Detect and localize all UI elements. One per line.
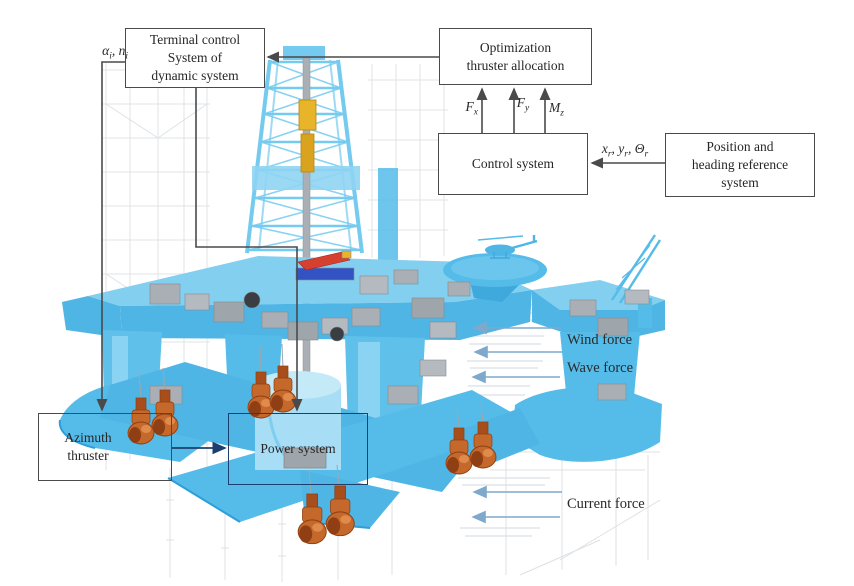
label-fx: Fx — [465, 99, 478, 118]
label-fy: Fy — [516, 95, 530, 114]
box-line: Power system — [260, 441, 336, 457]
helipad — [443, 253, 547, 302]
box-line: Azimuth — [64, 430, 112, 446]
box-terminal-control: Terminal control System of dynamic syste… — [125, 28, 265, 88]
box-line: heading reference — [691, 157, 789, 173]
thruster-hangers — [138, 343, 484, 495]
arrow-terminal-to-power — [195, 88, 303, 412]
travelling-block-icon — [298, 99, 317, 173]
box-line: system — [721, 174, 759, 190]
box-power-system: Power system — [228, 413, 368, 485]
box-line: System of — [167, 50, 223, 66]
label-wind-force: Wind force — [567, 332, 633, 348]
blue-manifold — [295, 267, 355, 281]
deck-equipment — [149, 250, 650, 342]
arrow-terminal-to-azimuth — [96, 61, 125, 412]
box-line: Position and — [706, 139, 774, 155]
box-line: Terminal control — [149, 32, 241, 48]
label-mz: Mz — [549, 100, 564, 119]
box-optimization-allocation: Optimization thruster allocation — [439, 28, 592, 85]
red-crane-boom — [297, 251, 351, 271]
flow-connectors — [96, 51, 665, 455]
pontoon-equipment — [149, 359, 627, 405]
box-control-system: Control system — [438, 133, 588, 195]
box-position-reference: Position and heading reference system — [665, 133, 815, 197]
label-alpha-n: αi, ni — [102, 43, 128, 62]
box-line: Optimization — [479, 39, 552, 55]
force-arrows — [471, 321, 562, 524]
box-line: thruster allocation — [466, 57, 565, 73]
box-line: Control system — [471, 156, 555, 172]
box-line: dynamic system — [151, 67, 239, 83]
label-reference-signals: xr, yr, Θr — [601, 141, 649, 160]
helicopter-icon — [477, 235, 538, 259]
box-azimuth-thruster: Azimuth thruster — [38, 413, 172, 481]
label-wave-force: Wave force — [567, 360, 634, 376]
box-line: thruster — [67, 448, 109, 463]
label-current-force: Current force — [567, 496, 645, 512]
